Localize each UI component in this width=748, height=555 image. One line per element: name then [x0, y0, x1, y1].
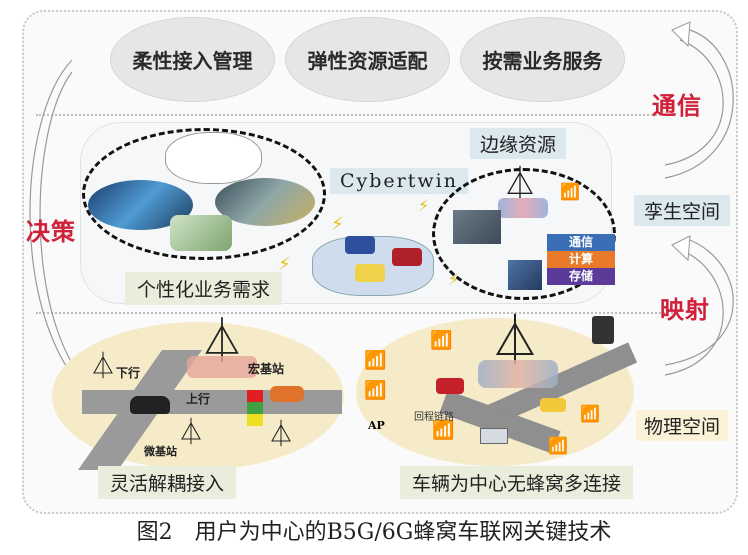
- ap-antenna-icon: 📶: [432, 420, 455, 441]
- figure-caption: 图2 用户为中心的B5G/6G蜂窝车联网关键技术: [136, 520, 612, 545]
- uplink-label: 上行: [186, 392, 211, 406]
- micro-tower-icon: ⏃: [178, 418, 205, 448]
- resource-computing: 计算: [547, 251, 615, 268]
- red-car-icon: [436, 378, 464, 394]
- wireless-link-icon: ⚡: [448, 270, 460, 289]
- function-flexible-access: 柔性接入管理: [110, 17, 275, 102]
- communication-label: 通信: [652, 92, 702, 120]
- function-elastic-resource: 弹性资源适配: [285, 17, 450, 102]
- ap-antenna-icon: 📶: [548, 436, 568, 455]
- cloud-services-icon: [165, 132, 262, 184]
- small-tower-icon: ⏃: [90, 352, 117, 382]
- road-scene-image: [215, 178, 315, 226]
- edge-resources-label: 边缘资源: [470, 128, 567, 159]
- macro-bs-label: 宏基站: [248, 362, 285, 376]
- ap-antenna-icon: 📶: [364, 350, 387, 371]
- wireless-link-icon: ⚡: [331, 214, 344, 235]
- traffic-light-icon: [247, 390, 263, 426]
- bus-icon: [480, 428, 508, 444]
- orange-car-icon: [270, 386, 304, 402]
- yellow-car-icon: [540, 398, 566, 412]
- twin-space-label: 孪生空间: [634, 195, 731, 226]
- ap-label: AP: [368, 419, 385, 432]
- central-tower-icon: ⏃: [490, 312, 540, 370]
- car-blue-icon: [345, 236, 375, 254]
- micro-bs-label: 微基站: [144, 445, 177, 458]
- resource-communication: 通信: [547, 234, 615, 251]
- resource-storage: 存储: [547, 268, 615, 285]
- antenna-cluster-icon: 📶: [560, 182, 580, 201]
- service-demand-ellipse: [82, 128, 326, 260]
- server-icon: [508, 260, 542, 290]
- function-on-demand-service: 按需业务服务: [460, 17, 625, 102]
- cell-tower-icon: ⏃: [503, 165, 537, 205]
- decision-label: 决策: [26, 218, 76, 246]
- macro-coverage-icon: [187, 356, 257, 378]
- wireless-link-icon: ⚡: [278, 254, 291, 275]
- physical-space-label: 物理空间: [636, 410, 729, 441]
- server-rack-icon: [453, 210, 501, 244]
- layer-divider-bottom: [36, 312, 676, 314]
- cybertwin-label: Cybertwin: [330, 168, 468, 194]
- car-red-icon: [392, 248, 422, 266]
- layer-divider-top: [36, 114, 676, 116]
- cell-coverage-icon: [478, 360, 558, 388]
- flexible-decoupled-access-label: 灵活解耦接入: [98, 466, 237, 499]
- ap-antenna-icon: 📶: [430, 330, 453, 351]
- ap-antenna-icon: 📶: [580, 404, 600, 423]
- map-navigation-icon: [170, 215, 232, 251]
- server-icon: [592, 316, 614, 344]
- mapping-label: 映射: [660, 296, 710, 324]
- car-yellow-icon: [355, 264, 385, 282]
- ap-antenna-icon: 📶: [364, 380, 387, 401]
- service-demand-label: 个性化业务需求: [125, 272, 283, 305]
- cell-coverage-icon: [498, 198, 548, 218]
- black-car-icon: [130, 396, 170, 414]
- micro-tower-icon: ⏃: [268, 420, 295, 450]
- backhaul-label: 回程链路: [414, 412, 454, 423]
- downlink-label: 下行: [116, 366, 141, 380]
- vehicle-centric-cell-free-label: 车辆为中心无蜂窝多连接: [400, 466, 634, 499]
- wireless-link-icon: ⚡: [418, 196, 430, 215]
